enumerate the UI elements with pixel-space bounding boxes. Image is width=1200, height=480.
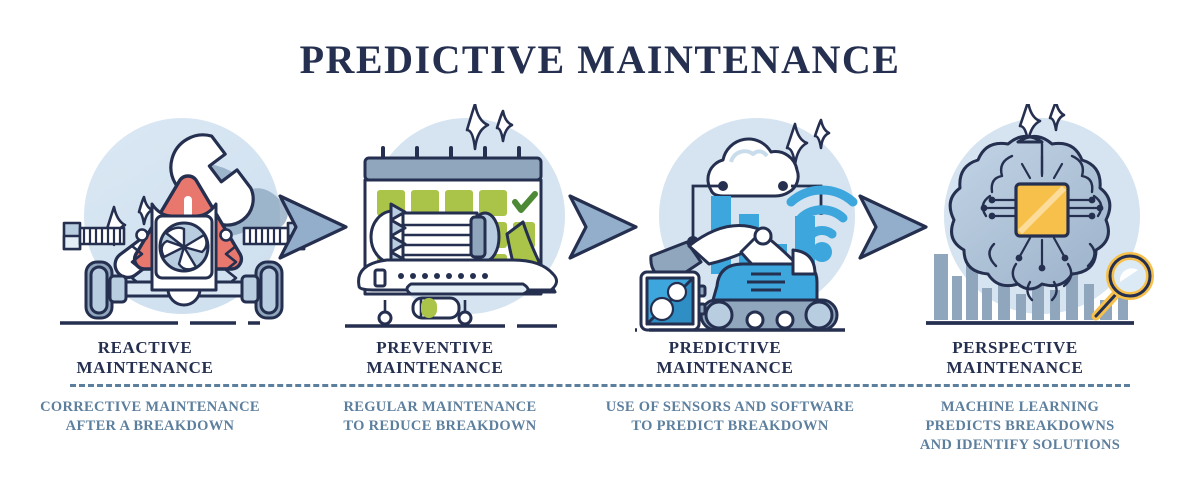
stage-heading-line2: MAINTENANCE <box>366 358 504 377</box>
stage-heading-perspective: PERSPECTIVE MAINTENANCE <box>875 338 1155 378</box>
dashed-divider <box>70 384 1130 387</box>
stage-heading-line2: MAINTENANCE <box>946 358 1084 377</box>
stage-captions-row: CORRECTIVE MAINTENANCE AFTER A BREAKDOWN… <box>0 398 1200 468</box>
page-title: PREDICTIVE MAINTENANCE <box>299 37 901 82</box>
stage-heading-reactive: REACTIVE MAINTENANCE <box>5 338 285 378</box>
stage-heading-line2: MAINTENANCE <box>76 358 214 377</box>
jet-engine-icon <box>369 202 501 286</box>
next-stage-arrow <box>562 192 642 262</box>
stage-caption-reactive: CORRECTIVE MAINTENANCE AFTER A BREAKDOWN <box>5 398 295 436</box>
cpu-chip-icon <box>1014 182 1070 238</box>
stage-caption-line1: CORRECTIVE MAINTENANCE <box>40 399 260 415</box>
stage-caption-line2: PREDICTS BREAKDOWNS <box>925 418 1115 434</box>
sparkle-icon <box>1018 104 1066 145</box>
bolt-dot <box>219 228 233 242</box>
stage-caption-line1: USE OF SENSORS AND SOFTWARE <box>605 399 855 415</box>
sparkle-icon <box>465 104 514 151</box>
chevron-arrow-icon <box>568 194 638 260</box>
stage-caption-line2: TO PREDICT BREAKDOWN <box>631 418 829 434</box>
stage-heading-line1: REACTIVE <box>97 338 193 357</box>
gears-panel-icon <box>639 270 707 332</box>
wifi-dot <box>812 242 832 262</box>
stage-caption-predictive: USE OF SENSORS AND SOFTWARE TO PREDICT B… <box>585 398 875 436</box>
magnifier-icon <box>1091 252 1154 321</box>
stage-caption-line3: AND IDENTIFY SOLUTIONS <box>919 437 1121 453</box>
fan-icon <box>158 221 210 273</box>
wifi-icon <box>786 185 858 239</box>
illustration-perspective <box>920 104 1170 339</box>
stage-heading-preventive: PREVENTIVE MAINTENANCE <box>295 338 575 378</box>
next-stage-arrow <box>272 192 352 262</box>
chevron-arrow-icon <box>858 194 928 260</box>
stage-caption-line2: TO REDUCE BREAKDOWN <box>343 418 537 434</box>
next-stage-arrow <box>852 192 932 262</box>
illustration-preventive <box>345 104 595 339</box>
stage-caption-line1: MACHINE LEARNING <box>940 399 1100 415</box>
bolt-icon <box>62 221 126 251</box>
stage-caption-line2: AFTER A BREAKDOWN <box>65 418 235 434</box>
stage-heading-line1: PREDICTIVE <box>668 338 782 357</box>
stage-heading-line1: PREVENTIVE <box>376 338 494 357</box>
cloud-icon <box>706 137 800 198</box>
stage-heading-line1: PERSPECTIVE <box>952 338 1078 357</box>
chevron-arrow-icon <box>278 194 348 260</box>
stage-caption-line1: REGULAR MAINTENANCE <box>343 399 537 415</box>
airplane-icon <box>357 220 558 326</box>
stage-caption-preventive: REGULAR MAINTENANCE TO REDUCE BREAKDOWN <box>295 398 585 436</box>
stage-headings-row: REACTIVE MAINTENANCE PREVENTIVE MAINTENA… <box>0 338 1200 382</box>
stages-illustration-row <box>0 104 1200 344</box>
illustration-predictive <box>635 104 885 339</box>
sparkle-icon <box>785 118 831 167</box>
stage-heading-line2: MAINTENANCE <box>656 358 794 377</box>
stage-caption-perspective: MACHINE LEARNING PREDICTS BREAKDOWNS AND… <box>875 398 1165 455</box>
bolt-dot <box>135 228 149 242</box>
excavator-icon <box>649 224 839 332</box>
stage-heading-predictive: PREDICTIVE MAINTENANCE <box>585 338 865 378</box>
illustration-reactive <box>60 104 310 339</box>
